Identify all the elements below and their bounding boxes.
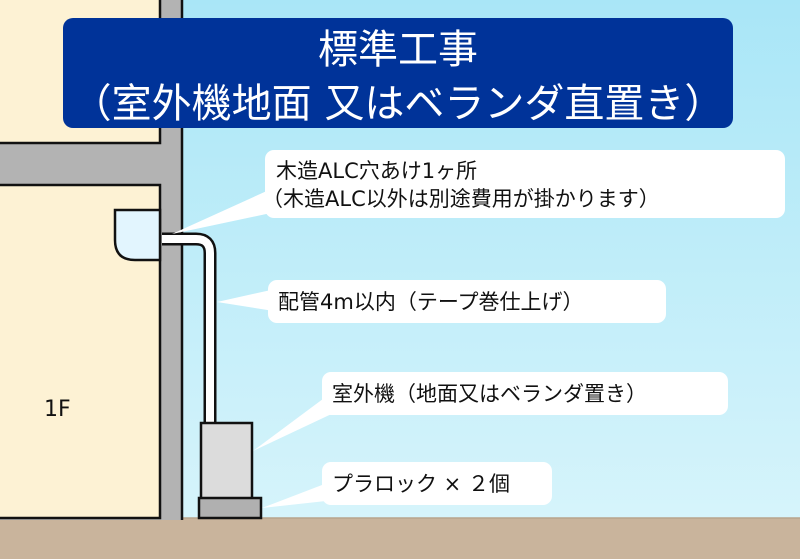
indoor-unit (113, 208, 162, 262)
svg-text:室外機（地面又はベランダ置き）: 室外機（地面又はベランダ置き） (332, 382, 647, 406)
callout-wall-hole: 木造ALC穴あけ1ヶ所 （木造ALC以外は別途費用が掛かります） (262, 150, 785, 218)
svg-text:プラロック × ２個: プラロック × ２個 (332, 472, 510, 496)
svg-text:木造ALC穴あけ1ヶ所: 木造ALC穴あけ1ヶ所 (276, 159, 477, 183)
callout-pointer (262, 480, 335, 508)
callout-piping: 配管4m以内（テープ巻仕上げ） (268, 280, 666, 323)
title-banner (63, 18, 733, 128)
svg-text:（木造ALC以外は別途費用が掛かります）: （木造ALC以外は別途費用が掛かります） (262, 187, 660, 211)
callout-pointer (217, 288, 280, 312)
svg-text:配管4m以内（テープ巻仕上げ）: 配管4m以内（テープ巻仕上げ） (278, 290, 584, 314)
callout-pointer (253, 390, 340, 451)
title-line1: 標準工事 (318, 27, 478, 73)
callout-pointer (172, 185, 285, 234)
plastic-block (197, 496, 263, 520)
callout-outdoor-unit: 室外機（地面又はベランダ置き） (322, 372, 728, 415)
outdoor-unit (199, 421, 254, 501)
callout-plastic-block: プラロック × ２個 (322, 462, 552, 505)
floor-label: 1F (44, 397, 71, 422)
title-line2: （室外機地面 又はベランダ直置き） (72, 81, 725, 127)
ground (0, 518, 800, 559)
